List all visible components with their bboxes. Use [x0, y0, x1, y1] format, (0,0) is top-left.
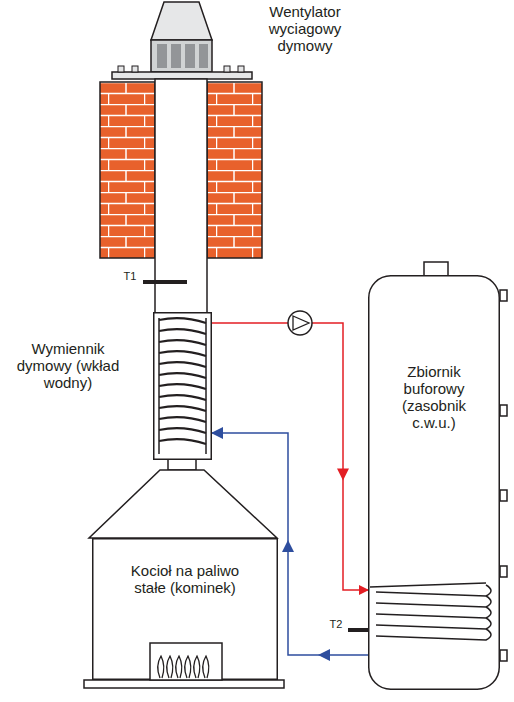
- boiler-hood: [89, 470, 277, 538]
- node-label: Zbiornik buforowy (zasobnik c.w.u.): [389, 275, 479, 431]
- boiler-base: [84, 680, 284, 688]
- buffer-tank: Zbiornik buforowy (zasobnik c.w.u.): [368, 275, 500, 690]
- fan-label: Wentylator wyciagowy dymowy: [250, 3, 360, 54]
- flow-arrow: [318, 649, 330, 661]
- node-outline: [368, 275, 500, 690]
- sensor-label: T2: [324, 618, 348, 631]
- node-label: Wymiennik dymowy (wkład wodny): [3, 340, 133, 391]
- brick-chimney: [100, 79, 262, 313]
- flow-arrow: [282, 540, 294, 552]
- solid-fuel-boiler: Kocioł na paliwo stałe (kominek): [92, 538, 278, 680]
- node-outline: [153, 312, 212, 460]
- flow-arrow: [337, 469, 349, 481]
- exhaust-fan: [112, 2, 252, 79]
- sensor-label: T1: [118, 270, 142, 283]
- node-outline: [92, 538, 278, 680]
- node-label: Kocioł na paliwo stałe (kominek): [125, 538, 245, 596]
- smoke-heat-exchanger: Wymiennik dymowy (wkład wodny): [153, 312, 212, 460]
- circulation-pump: [288, 311, 312, 335]
- sensor-t1: [143, 280, 187, 284]
